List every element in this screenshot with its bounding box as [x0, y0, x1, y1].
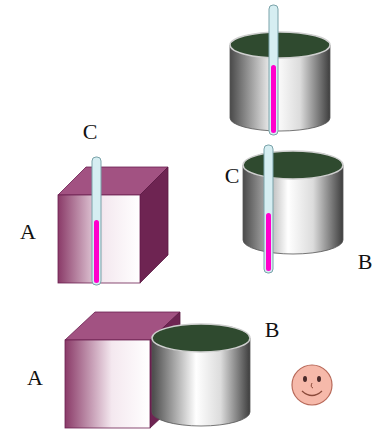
part-label: C [225, 165, 240, 187]
part-label: C [83, 121, 98, 143]
part-label: B [358, 251, 373, 273]
cube [58, 167, 168, 283]
cylinder [230, 32, 330, 131]
smiley-face [292, 365, 332, 405]
thermometer [264, 145, 273, 273]
cylinder [152, 324, 250, 426]
thermometer [92, 157, 101, 285]
part-label: B [265, 319, 280, 341]
cylinder [243, 151, 343, 254]
part-label: A [27, 367, 43, 389]
thermometer [269, 5, 278, 135]
part-label: A [20, 221, 36, 243]
